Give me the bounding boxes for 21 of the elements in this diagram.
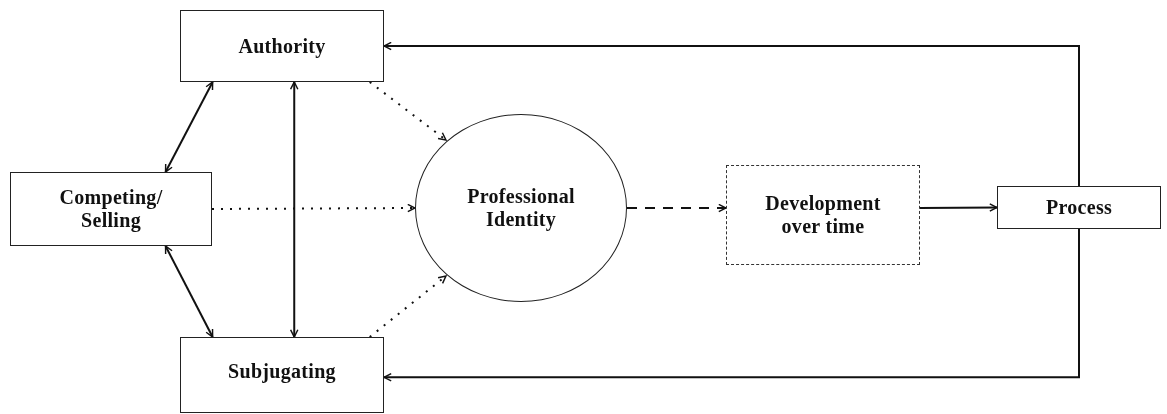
concept-box bbox=[180, 337, 384, 413]
node-label: Development over time bbox=[764, 192, 882, 238]
node-label: Professional Identity bbox=[466, 185, 576, 231]
arrow bbox=[211, 203, 416, 213]
arrow bbox=[919, 203, 998, 212]
arrow bbox=[383, 41, 1080, 187]
concept-box bbox=[997, 186, 1161, 229]
concept-box bbox=[10, 172, 212, 246]
arrow bbox=[289, 81, 299, 338]
node-label: Subjugating bbox=[228, 360, 336, 383]
arrow bbox=[164, 81, 214, 173]
concept-box bbox=[180, 10, 384, 82]
arrow bbox=[383, 228, 1080, 382]
node-label: Competing/ Selling bbox=[58, 186, 164, 232]
arrow bbox=[164, 245, 214, 338]
arrow bbox=[626, 203, 727, 213]
arrow bbox=[368, 275, 447, 338]
dashed-box bbox=[726, 165, 920, 265]
node-label: Process bbox=[1045, 196, 1113, 219]
node-label: Authority bbox=[238, 34, 326, 58]
arrow bbox=[368, 81, 447, 141]
